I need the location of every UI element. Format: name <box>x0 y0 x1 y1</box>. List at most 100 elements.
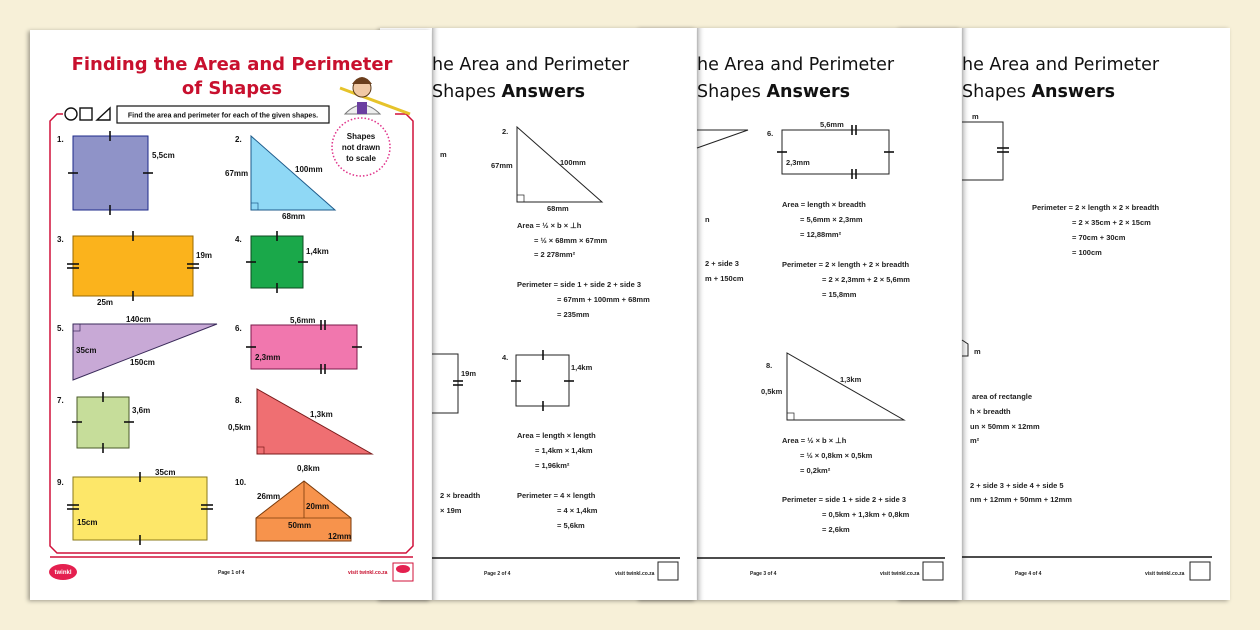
svg-text:26mm: 26mm <box>257 492 280 501</box>
perimeter-line: nm + 12mm + 50mm + 12mm <box>970 495 1072 504</box>
perimeter-line: = 2,6km <box>822 525 850 534</box>
perimeter-line: Perimeter = 2 × length + 2 × breadth <box>782 260 910 269</box>
twinkl-badge-logo <box>657 561 679 581</box>
area-line: area of rectangle <box>972 392 1032 401</box>
svg-text:7.: 7. <box>57 396 64 405</box>
area-line: Area = ½ × b × ⊥h <box>782 436 847 445</box>
svg-text:1,4km: 1,4km <box>306 247 329 256</box>
area-line: = ½ × 68mm × 67mm <box>534 236 608 245</box>
shape-3-rectangle: 3. 19m 25m <box>57 231 212 307</box>
svg-text:8.: 8. <box>235 396 242 405</box>
svg-text:3.: 3. <box>57 235 64 244</box>
shape-6-rectangle: 6. 5,6mm 2,3mm <box>235 316 362 374</box>
perimeter-line: = 0,5km + 1,3km + 0,8km <box>822 510 910 519</box>
svg-text:5,6mm: 5,6mm <box>820 120 844 129</box>
svg-text:Shapes: Shapes <box>347 132 376 141</box>
svg-text:5.: 5. <box>57 324 64 333</box>
svg-text:not drawn: not drawn <box>342 143 380 152</box>
shape-icons <box>64 106 111 121</box>
svg-text:35cm: 35cm <box>76 346 96 355</box>
area-line: un × 50mm × 12mm <box>970 422 1040 431</box>
perimeter-line: = 2 × 2,3mm + 2 × 5,6mm <box>822 275 910 284</box>
perimeter-line: = 2 × 35cm + 2 × 15cm <box>1072 218 1151 227</box>
shape-1-square: 1. 5,5cm <box>57 131 175 215</box>
page-edge-shadow <box>697 28 705 600</box>
svg-text:1.: 1. <box>57 135 64 144</box>
shape-10-composite: 10. 26mm 20mm 50mm 12mm <box>235 478 352 542</box>
svg-text:1,3km: 1,3km <box>840 375 862 384</box>
rectangle-9-outline <box>962 121 1004 181</box>
svg-text:to scale: to scale <box>346 154 376 163</box>
svg-text:4.: 4. <box>235 235 242 244</box>
svg-text:140cm: 140cm <box>126 315 151 324</box>
answers-title-line1: he Area and Perimeter <box>697 55 895 75</box>
svg-text:1,3km: 1,3km <box>310 410 333 419</box>
site-link[interactable]: visit twinkl.co.za <box>880 571 920 577</box>
shape-5-triangle: 5. 140cm 35cm 150cm <box>57 315 218 381</box>
svg-text:3,6m: 3,6m <box>132 406 150 415</box>
square-icon <box>79 107 93 121</box>
answer-shape-6: 6. 5,6mm 2,3mm <box>767 120 894 179</box>
svg-text:1,4km: 1,4km <box>571 363 593 372</box>
svg-text:0,5km: 0,5km <box>228 423 251 432</box>
twinkl-logo-text: twinkl <box>54 570 71 576</box>
svg-text:5,6mm: 5,6mm <box>290 316 315 325</box>
area-line: Area = ½ × b × ⊥h <box>517 221 582 230</box>
shape-7-square: 7. 3,6m <box>57 392 150 453</box>
circle-icon <box>64 107 78 121</box>
site-link[interactable]: visit twinkl.co.za <box>615 571 655 577</box>
svg-text:6.: 6. <box>235 324 242 333</box>
triangle-icon <box>95 106 111 121</box>
answers-title-line1: he Area and Perimeter <box>962 55 1160 75</box>
partial-text: m <box>440 150 447 159</box>
shape-8-triangle: 8. 0,5km 1,3km 0,8km <box>228 388 374 473</box>
svg-text:2,3mm: 2,3mm <box>786 158 810 167</box>
perimeter-line: = 15,8mm <box>822 290 857 299</box>
partial-text: × 19m <box>440 506 462 515</box>
perimeter-line: Perimeter = 2 × length × 2 × breadth <box>1032 203 1160 212</box>
svg-text:8.: 8. <box>766 361 772 370</box>
perimeter-line: Perimeter = 4 × length <box>517 491 596 500</box>
svg-text:4.: 4. <box>502 353 508 362</box>
partial-text: m <box>974 347 981 356</box>
partial-text: 2 × breadth <box>440 491 481 500</box>
svg-text:67mm: 67mm <box>225 169 248 178</box>
site-link[interactable]: visit twinkl.co.za <box>348 570 388 576</box>
svg-text:0,8km: 0,8km <box>297 464 320 473</box>
perimeter-line: = 5,6km <box>557 521 585 530</box>
area-line: = 1,96km² <box>535 461 570 470</box>
area-line: = ½ × 0,8km × 0,5km <box>800 451 873 460</box>
perimeter-line: Perimeter = side 1 + side 2 + side 3 <box>517 280 641 289</box>
perimeter-line: = 67mm + 100mm + 68mm <box>557 295 650 304</box>
answer-shape-8: 8. 0,5km 1,3km <box>761 352 906 421</box>
instruction-box <box>116 105 330 124</box>
svg-text:9.: 9. <box>57 478 64 487</box>
site-link[interactable]: visit twinkl.co.za <box>1145 571 1185 577</box>
perimeter-line: Perimeter = side 1 + side 2 + side 3 <box>782 495 906 504</box>
area-line: = 1,4km × 1,4km <box>535 446 593 455</box>
shape-2-triangle: 2. 67mm 100mm 68mm <box>225 134 337 221</box>
perimeter-line: = 235mm <box>557 310 590 319</box>
svg-text:100mm: 100mm <box>560 158 586 167</box>
page-edge-shadow <box>432 28 440 600</box>
answer-page-2: he Area and Perimeter Shapes Answers m 1… <box>380 28 696 600</box>
page-title-line1: Finding the Area and Perimeter <box>72 54 393 75</box>
svg-text:68mm: 68mm <box>547 204 569 213</box>
svg-text:25m: 25m <box>97 298 113 307</box>
svg-text:68mm: 68mm <box>282 212 305 221</box>
svg-text:35cm: 35cm <box>155 468 175 477</box>
svg-text:19m: 19m <box>196 251 212 260</box>
not-to-scale-badge: Shapes not drawn to scale <box>331 117 391 177</box>
perimeter-line: = 70cm + 30cm <box>1072 233 1126 242</box>
shape-9-rectangle: 9. 35cm 15cm <box>57 468 213 545</box>
answers-title-line2: Shapes Answers <box>697 82 850 102</box>
scientist-illustration <box>339 77 411 116</box>
partial-text: 2 + side 3 <box>705 259 739 268</box>
answer-shape-4: 4. 1,4km <box>502 350 593 411</box>
page-edge-shadow <box>962 28 970 600</box>
twinkl-logo <box>49 564 77 580</box>
perimeter-line: = 4 × 1,4km <box>557 506 598 515</box>
svg-text:50mm: 50mm <box>288 521 311 530</box>
svg-text:0,5km: 0,5km <box>761 387 783 396</box>
